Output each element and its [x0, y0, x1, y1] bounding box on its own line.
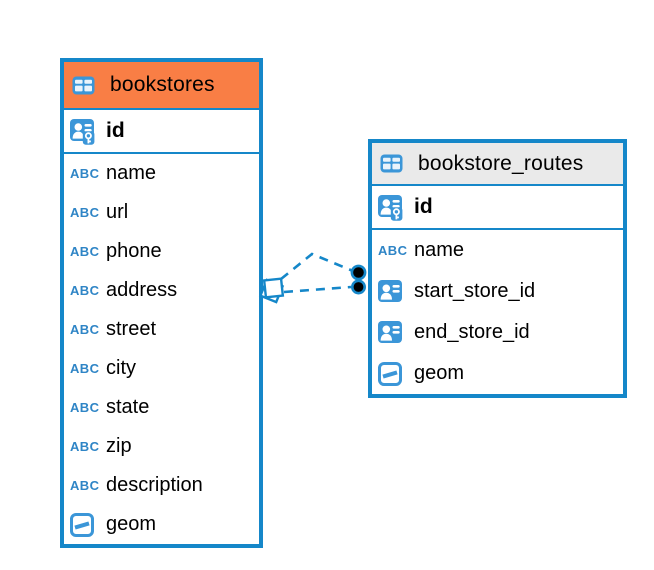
primary-key-icon	[70, 118, 100, 145]
foreign-key-icon	[378, 321, 408, 344]
divider	[64, 108, 259, 110]
column-name-label: id	[414, 195, 433, 218]
relationship-source-marker[interactable]	[258, 277, 285, 304]
column-list: ABC name start_store_id	[372, 230, 623, 394]
column-name-label: zip	[106, 435, 132, 457]
table-icon	[72, 76, 102, 95]
column-name-label: end_store_id	[414, 321, 530, 343]
text-type-icon: ABC	[70, 205, 100, 220]
column-name-label: geom	[106, 513, 157, 535]
column-name-label: id	[106, 119, 125, 142]
column-row[interactable]: geom	[64, 505, 259, 544]
column-name-label: start_store_id	[414, 280, 536, 302]
text-type-icon: ABC	[70, 439, 100, 454]
foreign-key-icon	[378, 280, 408, 303]
column-list: ABC name ABC url ABC phone ABC address A…	[64, 154, 259, 544]
column-name-label: state	[106, 396, 150, 418]
table-title: bookstore_routes	[418, 151, 584, 175]
text-type-icon: ABC	[378, 243, 408, 258]
column-name-label: url	[106, 201, 129, 223]
column-row[interactable]: ABC zip	[64, 427, 259, 466]
geometry-type-icon	[70, 512, 100, 537]
entity-table-bookstore-routes[interactable]: bookstore_routes id	[368, 139, 627, 398]
divider	[64, 152, 259, 154]
column-name-label: address	[106, 279, 178, 301]
pk-column-row[interactable]: id	[372, 186, 623, 228]
column-row[interactable]: ABC phone	[64, 232, 259, 271]
text-type-icon: ABC	[70, 166, 100, 181]
column-name-label: name	[106, 162, 157, 184]
text-type-icon: ABC	[70, 244, 100, 259]
table-header-bookstores[interactable]: bookstores	[64, 62, 259, 108]
column-name-label: street	[106, 318, 157, 340]
text-type-icon: ABC	[70, 400, 100, 415]
geometry-type-icon	[378, 361, 408, 386]
table-title: bookstores	[110, 73, 215, 96]
relationship-target-marker[interactable]	[350, 264, 367, 295]
column-row[interactable]: ABC name	[372, 230, 623, 271]
text-type-icon: ABC	[70, 283, 100, 298]
column-row[interactable]: ABC state	[64, 388, 259, 427]
column-name-label: city	[106, 357, 136, 379]
table-header-bookstore-routes[interactable]: bookstore_routes	[372, 143, 623, 184]
text-type-icon: ABC	[70, 361, 100, 376]
column-row[interactable]: end_store_id	[372, 312, 623, 353]
primary-key-icon	[378, 194, 408, 221]
relationship-line-lower[interactable]	[283, 285, 352, 294]
entity-table-bookstores[interactable]: bookstores id ABC	[60, 58, 263, 548]
relationship-line-upper[interactable]	[280, 252, 354, 281]
divider	[372, 228, 623, 230]
column-name-label: description	[106, 474, 203, 496]
column-row[interactable]: ABC name	[64, 154, 259, 193]
column-row[interactable]: geom	[372, 353, 623, 394]
text-type-icon: ABC	[70, 322, 100, 337]
column-row[interactable]: ABC city	[64, 349, 259, 388]
column-row[interactable]: start_store_id	[372, 271, 623, 312]
text-type-icon: ABC	[70, 478, 100, 493]
column-row[interactable]: ABC street	[64, 310, 259, 349]
column-row[interactable]: ABC description	[64, 466, 259, 505]
pk-column-row[interactable]: id	[64, 110, 259, 152]
divider	[372, 184, 623, 186]
column-name-label: geom	[414, 362, 465, 384]
column-name-label: phone	[106, 240, 162, 262]
table-icon	[380, 154, 410, 173]
column-name-label: name	[414, 239, 465, 261]
column-row[interactable]: ABC url	[64, 193, 259, 232]
column-row[interactable]: ABC address	[64, 271, 259, 310]
